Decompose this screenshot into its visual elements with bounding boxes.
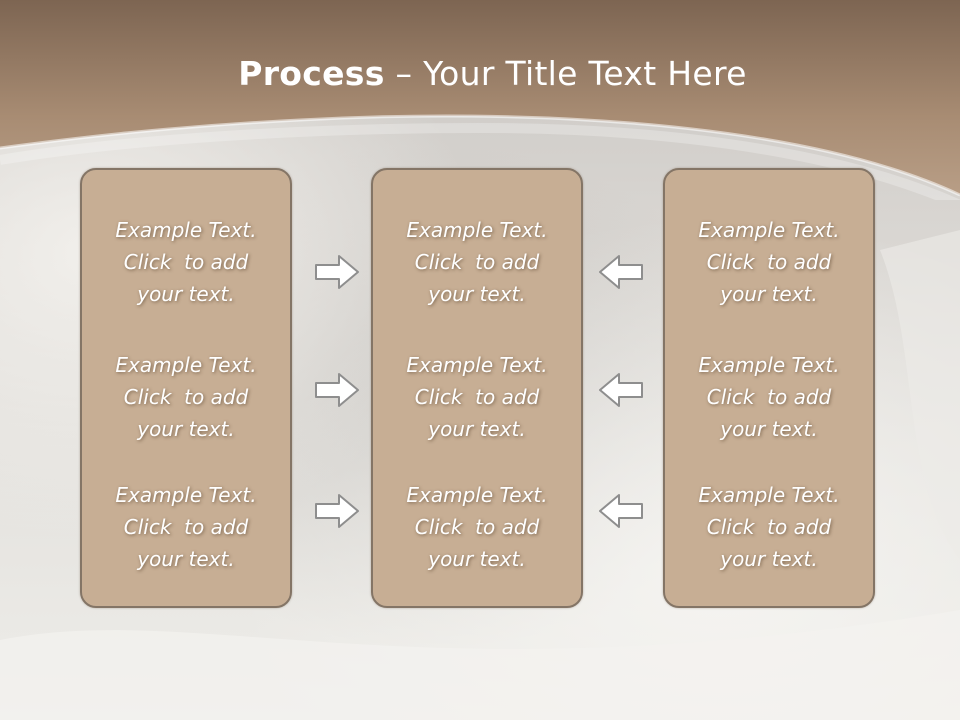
text-block[interactable]: Example Text. Click to add your text.	[665, 214, 873, 310]
text-block[interactable]: Example Text. Click to add your text.	[373, 214, 581, 310]
process-box-left[interactable]: Example Text. Click to add your text. Ex…	[80, 168, 292, 608]
left-arrow-icon	[599, 255, 643, 289]
text-block[interactable]: Example Text. Click to add your text.	[373, 349, 581, 445]
process-box-center[interactable]: Example Text. Click to add your text. Ex…	[371, 168, 583, 608]
text-line: Example Text.	[115, 353, 257, 377]
text-line: your text.	[720, 417, 818, 441]
text-line: your text.	[137, 282, 235, 306]
text-line: Click to add	[123, 515, 249, 539]
title-bold: Process	[238, 54, 385, 93]
text-line: Click to add	[706, 385, 832, 409]
text-line: your text.	[137, 547, 235, 571]
text-block[interactable]: Example Text. Click to add your text.	[373, 479, 581, 575]
text-block[interactable]: Example Text. Click to add your text.	[82, 349, 290, 445]
text-line: Click to add	[706, 250, 832, 274]
text-line: Example Text.	[698, 353, 840, 377]
right-arrow-icon	[315, 373, 359, 407]
text-line: Click to add	[414, 250, 540, 274]
text-line: Example Text.	[698, 483, 840, 507]
slide-title[interactable]: Process – Your Title Text Here	[0, 54, 960, 93]
text-line: Click to add	[123, 385, 249, 409]
text-line: your text.	[428, 417, 526, 441]
title-rest: Your Title Text Here	[423, 54, 747, 93]
text-block[interactable]: Example Text. Click to add your text.	[82, 479, 290, 575]
text-line: your text.	[720, 282, 818, 306]
text-line: your text.	[137, 417, 235, 441]
text-line: Example Text.	[115, 218, 257, 242]
title-dash: –	[384, 54, 424, 93]
text-line: your text.	[428, 282, 526, 306]
text-line: Example Text.	[698, 218, 840, 242]
right-arrow-icon	[315, 494, 359, 528]
text-block[interactable]: Example Text. Click to add your text.	[82, 214, 290, 310]
left-arrow-icon	[599, 373, 643, 407]
right-arrow-icon	[315, 255, 359, 289]
text-line: Example Text.	[115, 483, 257, 507]
text-line: Example Text.	[406, 353, 548, 377]
text-line: Click to add	[414, 385, 540, 409]
text-line: Click to add	[414, 515, 540, 539]
text-block[interactable]: Example Text. Click to add your text.	[665, 349, 873, 445]
header-band	[0, 0, 960, 200]
left-arrow-icon	[599, 494, 643, 528]
text-line: Click to add	[706, 515, 832, 539]
text-line: your text.	[428, 547, 526, 571]
process-box-right[interactable]: Example Text. Click to add your text. Ex…	[663, 168, 875, 608]
text-line: your text.	[720, 547, 818, 571]
text-block[interactable]: Example Text. Click to add your text.	[665, 479, 873, 575]
text-line: Click to add	[123, 250, 249, 274]
text-line: Example Text.	[406, 218, 548, 242]
text-line: Example Text.	[406, 483, 548, 507]
